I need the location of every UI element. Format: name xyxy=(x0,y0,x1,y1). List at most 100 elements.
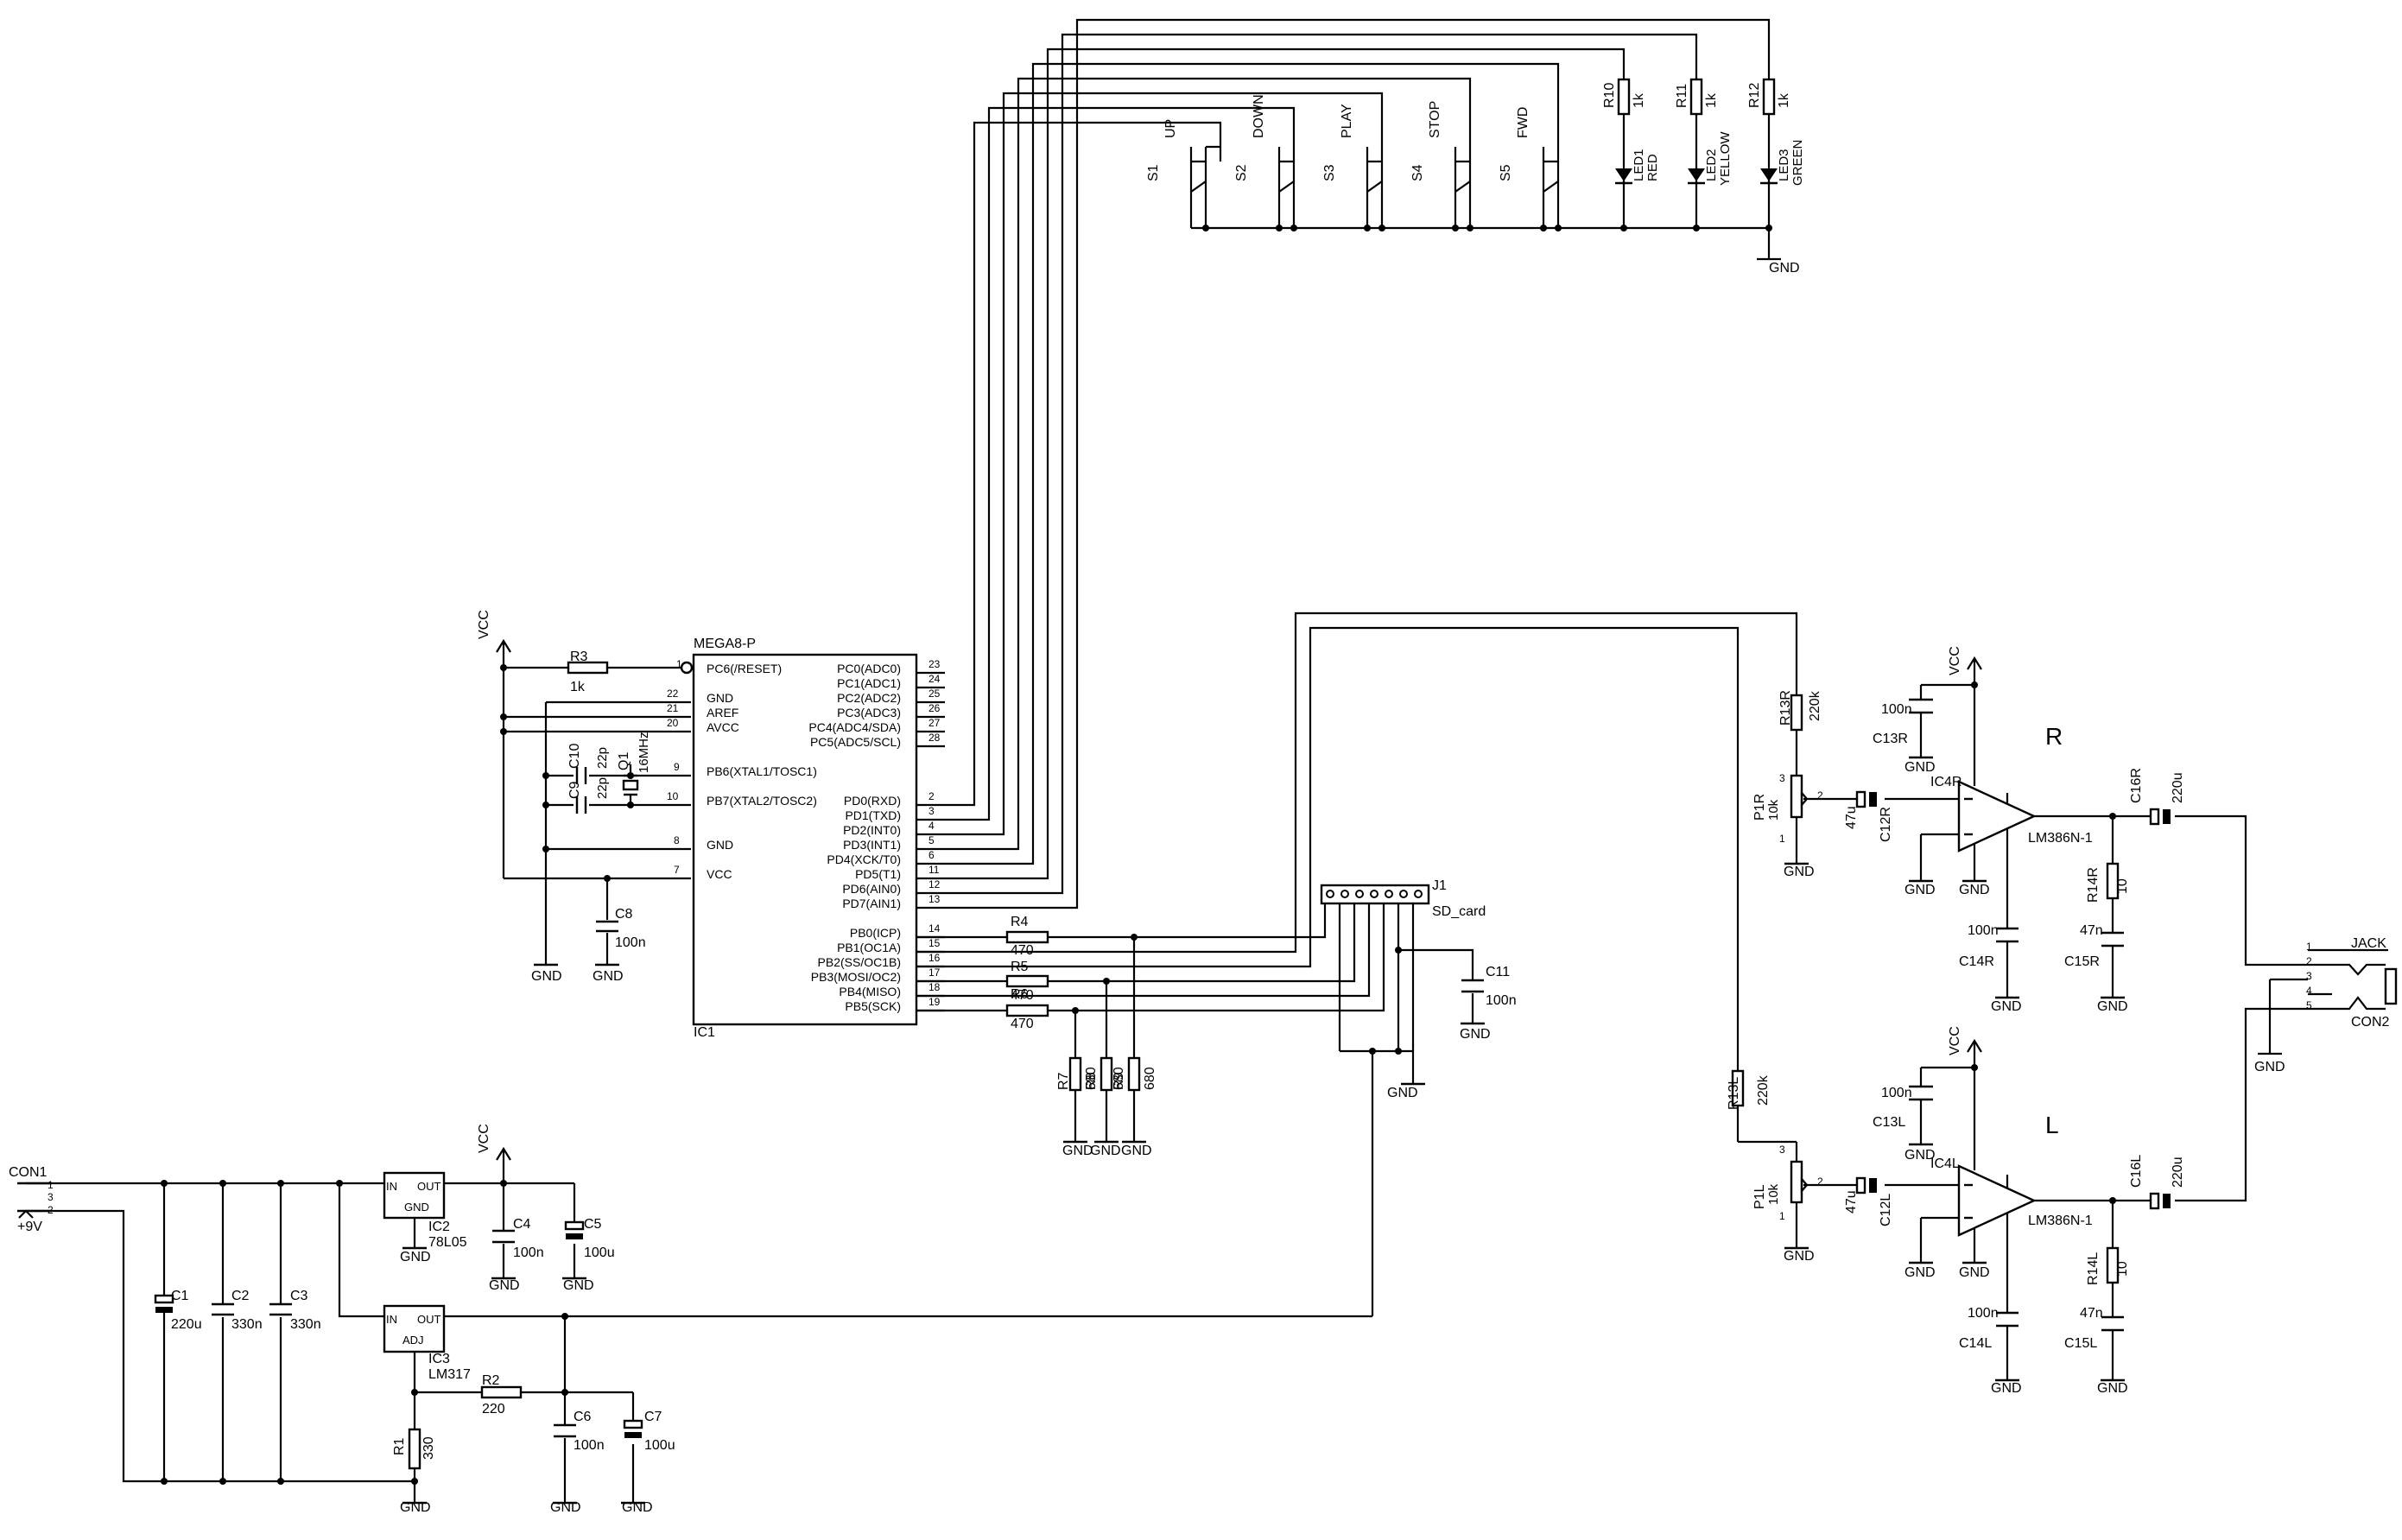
schematic-label: PB6(XTAL1/TOSC1) xyxy=(707,764,817,778)
schematic-label: GND xyxy=(1959,1265,1990,1280)
schematic-label: GND xyxy=(1784,865,1815,879)
schematic-label: GND xyxy=(2254,1060,2285,1074)
schematic-label: 220u xyxy=(171,1317,202,1332)
schematic-label: GND xyxy=(489,1278,520,1293)
schematic-label: S5 xyxy=(1499,164,1513,181)
schematic-label: GND xyxy=(1904,760,1936,775)
schematic-label: 3 xyxy=(48,1191,54,1203)
schematic-label: 11 xyxy=(928,864,940,876)
schematic-label: C12L xyxy=(1879,1194,1893,1226)
schematic-label: OUT xyxy=(417,1313,441,1326)
schematic-label: 10 xyxy=(2115,1261,2130,1277)
schematic-label: GND xyxy=(1090,1144,1121,1158)
schematic-label: 1 xyxy=(2306,941,2312,953)
schematic-label: 5 xyxy=(2306,999,2312,1011)
schematic-label: IN xyxy=(386,1313,397,1326)
schematic-label: 1 xyxy=(676,658,682,670)
schematic-label: C14L xyxy=(1959,1336,1992,1351)
schematic-label: PD0(RXD) xyxy=(844,794,901,808)
schematic-label: 13 xyxy=(928,893,941,905)
schematic-label: 16MHz xyxy=(637,732,651,773)
schematic-label: PB4(MISO) xyxy=(839,985,901,998)
schematic-label: 100n xyxy=(615,935,646,950)
wires xyxy=(26,18,2388,1503)
schematic-label: 18 xyxy=(928,981,941,993)
schematic-label: C2 xyxy=(231,1289,250,1303)
schematic-label: LM386N-1 xyxy=(2028,831,2093,846)
schematic-label: GND xyxy=(1784,1249,1815,1264)
schematic-label: 10 xyxy=(667,790,679,802)
schematic-label: FWD xyxy=(1516,107,1531,138)
schematic-label: PD7(AIN1) xyxy=(842,897,901,910)
schematic-label: 220k xyxy=(1756,1074,1771,1106)
schematic-label: R13R xyxy=(1778,690,1793,726)
schematic-label: 2 xyxy=(1817,1176,1823,1188)
schematic-label: 1k xyxy=(1704,92,1719,108)
schematic-label: C5 xyxy=(584,1217,602,1232)
schematic-label: 1k xyxy=(1632,92,1646,108)
schematic-label: PB2(SS/OC1B) xyxy=(818,955,901,969)
schematic-label: 7 xyxy=(674,864,680,876)
schematic-label: IC2 xyxy=(428,1220,450,1234)
schematic-label: IC1 xyxy=(694,1025,715,1040)
schematic-label: 470 xyxy=(1011,943,1034,958)
schematic-label: 22p xyxy=(595,777,610,799)
schematic-label: GND xyxy=(400,1500,431,1515)
schematic-label: R11 xyxy=(1675,84,1689,108)
schematic-label: +9V xyxy=(17,1220,42,1234)
schematic-label: IC4L xyxy=(1930,1157,1960,1171)
schematic-label: CON2 xyxy=(2351,1015,2390,1030)
schematic-label: C16L xyxy=(2129,1155,2144,1188)
schematic-label: 9 xyxy=(674,761,680,773)
schematic-label: PC1(ADC1) xyxy=(837,676,901,690)
schematic-label: R5 xyxy=(1011,960,1029,974)
schematic-label: L xyxy=(2045,1112,2059,1138)
schematic-label: PB7(XTAL2/TOSC2) xyxy=(707,794,817,808)
schematic-label: 330n xyxy=(231,1317,263,1332)
schematic-label: C14R xyxy=(1959,954,1994,969)
schematic-label: P1L xyxy=(1752,1184,1767,1209)
schematic-label: RED xyxy=(1645,154,1660,181)
schematic-label: C15R xyxy=(2064,954,2100,969)
schematic-label: GND xyxy=(404,1201,429,1214)
schematic-label: PB3(MOSI/OC2) xyxy=(811,970,901,984)
schematic-label: GND xyxy=(1991,1381,2022,1396)
schematic-label: GND xyxy=(563,1278,594,1293)
schematic-label: Q1 xyxy=(617,752,631,770)
schematic-label: GREEN xyxy=(1790,140,1805,186)
schematic-label: R14R xyxy=(2086,867,2101,903)
schematic-label: LED1 xyxy=(1632,149,1646,181)
schematic-label: VCC xyxy=(477,610,491,639)
schematic-label: GND xyxy=(707,838,733,852)
schematic-label: 100n xyxy=(1881,1086,1912,1100)
schematic-label: J1 xyxy=(1432,878,1447,893)
schematic-label: GND xyxy=(622,1500,653,1515)
schematic-label: P1R xyxy=(1752,794,1767,821)
schematic-label: GND xyxy=(531,969,562,984)
schematic-label: C9 xyxy=(567,781,582,799)
schematic-label: VCC xyxy=(477,1124,491,1153)
schematic-label: 6 xyxy=(928,849,935,861)
schematic-label: 78L05 xyxy=(428,1235,467,1250)
schematic-label: C4 xyxy=(513,1217,531,1232)
components xyxy=(17,78,2398,1505)
schematic-label: 26 xyxy=(928,702,941,714)
junction-dots xyxy=(161,225,2116,1485)
schematic-label: GND xyxy=(1769,261,1800,276)
schematic-label: 19 xyxy=(928,996,941,1008)
schematic-label: 23 xyxy=(928,658,941,670)
schematic-label: 25 xyxy=(928,688,941,700)
schematic-label: UP xyxy=(1163,119,1178,138)
schematic-label: C15L xyxy=(2064,1336,2097,1351)
schematic-label: 22p xyxy=(595,747,610,769)
schematic-label: PD3(INT1) xyxy=(843,838,901,852)
schematic-label: S1 xyxy=(1146,164,1161,181)
schematic-label: C8 xyxy=(615,907,633,922)
schematic-label: GND xyxy=(1904,1265,1936,1280)
schematic-label: IC3 xyxy=(428,1352,450,1366)
schematic-label: R9 xyxy=(1112,1072,1126,1090)
schematic-label: 3 xyxy=(2306,970,2312,982)
schematic-label: GND xyxy=(1959,883,1990,897)
schematic-label: 10k xyxy=(1766,799,1781,821)
schematic-label: GND xyxy=(1904,1148,1936,1163)
